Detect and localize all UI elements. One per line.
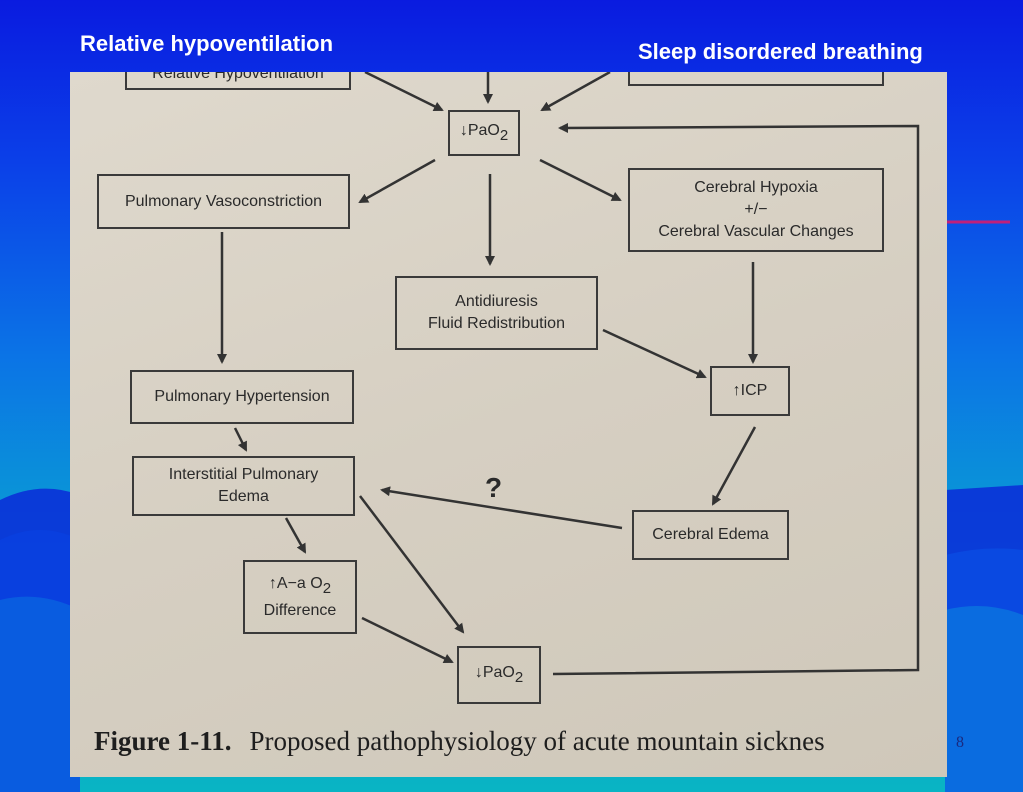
arrow-pao2-to-vasoconstriction <box>358 158 436 204</box>
arrow-pao2-to-cerebral-hypoxia <box>539 158 622 202</box>
figure-photo: Relative Hypoventilation ↓PaO2 Pulmonary… <box>70 72 947 777</box>
question-mark: ? <box>485 472 503 503</box>
node-pao2-top: ↓PaO2 <box>448 110 520 156</box>
node-sleep-disordered-partial <box>628 72 884 86</box>
node-pulmonary-hypertension: Pulmonary Hypertension <box>130 370 354 424</box>
arrow-antidiuresis-to-icp <box>602 328 707 379</box>
flow-arrows <box>217 72 920 676</box>
node-icp: ↑ICP <box>710 366 790 416</box>
arrow-hypovent-to-pao2 <box>364 72 444 112</box>
arrow-aa-to-pao2 <box>361 616 454 664</box>
arrow-interstitial-to-aa <box>284 517 307 554</box>
node-relative-hypoventilation: Relative Hypoventilation <box>125 72 351 90</box>
arrow-hypertension-to-edema <box>233 427 248 452</box>
arrow-interstitial-to-pao2 <box>359 495 465 634</box>
arrow-sleep-to-pao2 <box>540 72 611 112</box>
slide-title-right: Sleep disordered breathing <box>638 39 923 64</box>
page-number: 8 <box>956 734 964 751</box>
node-interstitial-edema: Interstitial Pulmonary Edema <box>132 456 355 516</box>
node-pao2-bottom: ↓PaO2 <box>457 646 541 704</box>
arrow-icp-to-cerebral-edema <box>711 426 757 506</box>
node-cerebral-hypoxia: Cerebral Hypoxia +/− Cerebral Vascular C… <box>628 168 884 252</box>
figure-caption: Figure 1-11.Proposed pathophysiology of … <box>94 726 825 756</box>
node-antidiuresis: Antidiuresis Fluid Redistribution <box>395 276 598 350</box>
node-cerebral-edema: Cerebral Edema <box>632 510 789 560</box>
node-pulmonary-vasoconstriction: Pulmonary Vasoconstriction <box>97 174 350 229</box>
arrow-feedback-loop <box>552 122 920 676</box>
arrow-cerebral-edema-to-interstitial <box>380 486 623 530</box>
slide-title-left: Relative hypoventilation <box>80 31 334 56</box>
